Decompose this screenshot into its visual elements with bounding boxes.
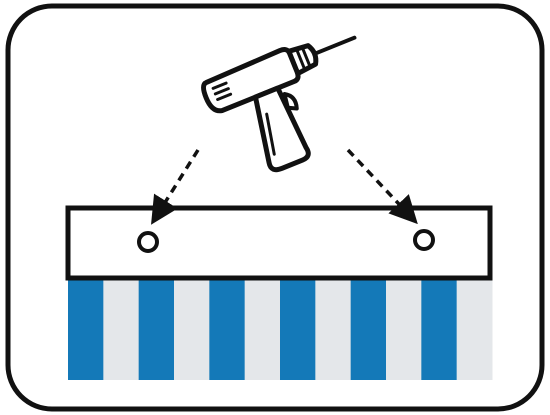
drill-arrow-right xyxy=(346,148,418,225)
stripe-gray xyxy=(315,278,352,380)
stripe-blue xyxy=(350,278,387,380)
stripe-blue xyxy=(68,278,104,380)
stripe-gray xyxy=(456,278,493,380)
blinds-stripes xyxy=(68,278,493,380)
stripe-blue xyxy=(209,278,246,380)
stripe-blue xyxy=(280,278,316,380)
power-drill-icon xyxy=(201,35,357,173)
stripe-gray xyxy=(174,278,210,380)
stripe-gray xyxy=(103,278,140,380)
stripe-blue xyxy=(421,278,458,380)
screw-hole-icon xyxy=(137,231,159,253)
stripe-gray xyxy=(244,278,281,380)
stripe-gray xyxy=(386,278,422,380)
stripe-blue xyxy=(138,278,175,380)
screw-hole-icon xyxy=(413,229,435,251)
